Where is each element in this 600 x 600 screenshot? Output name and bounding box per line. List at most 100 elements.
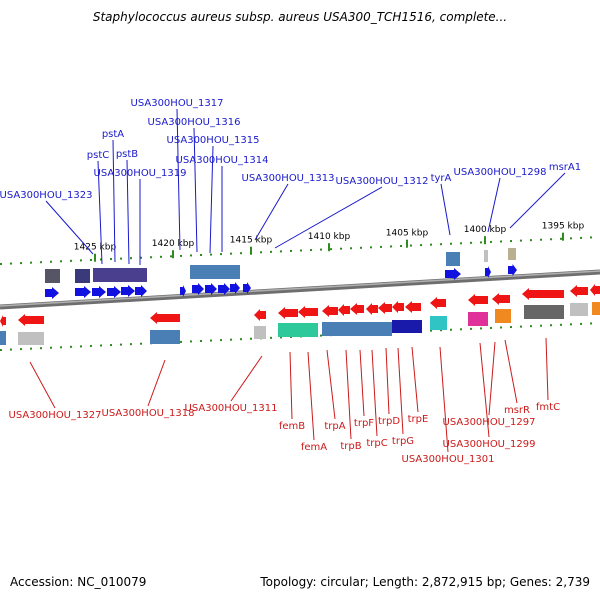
inner-ring-dot <box>40 347 42 350</box>
outer-ring-dot <box>370 246 372 249</box>
reverse-gene-label: femB <box>279 421 305 432</box>
reverse-label-leader <box>147 359 166 407</box>
outer-ring-dot <box>50 260 52 263</box>
inner-ring-dot <box>430 329 432 332</box>
forward-gene-arrow <box>508 264 517 276</box>
outer-ring-dot <box>300 249 302 252</box>
outer-ring-dot <box>310 249 312 252</box>
forward-gene-arrow <box>243 282 251 294</box>
inner-ring-dot <box>440 329 442 332</box>
reverse-gene-label: msrR <box>504 405 530 416</box>
outer-ring-dot <box>160 255 162 258</box>
reverse-gene-arrow <box>0 315 6 327</box>
reverse-label-leader <box>230 355 263 402</box>
outer-ring-dot <box>400 245 402 247</box>
inner-ring-dot <box>90 344 92 347</box>
reverse-gene-arrow <box>378 302 392 314</box>
outer-ring-dot <box>340 247 342 250</box>
reverse-gene-arrow <box>298 306 318 318</box>
outer-ring-dot <box>230 252 232 255</box>
forward-gene-label: USA300HOU_1315 <box>167 135 260 146</box>
cog-box <box>468 312 488 326</box>
scale-tick <box>406 239 408 248</box>
cog-box <box>150 330 180 344</box>
inner-ring-dot <box>0 349 2 351</box>
outer-ring-dot <box>0 263 2 265</box>
outer-ring-dot <box>550 238 552 241</box>
outer-ring-dot <box>320 248 322 251</box>
inner-ring-dot <box>560 323 562 326</box>
forward-label-leader <box>254 183 289 241</box>
cog-box <box>45 269 60 283</box>
inner-ring-dot <box>80 345 82 348</box>
forward-gene-label: USA300HOU_1298 <box>454 167 547 178</box>
backbone-layer <box>0 269 600 310</box>
reverse-label-leader <box>289 351 293 420</box>
outer-ring-dot <box>410 244 412 247</box>
forward-gene-label: USA300HOU_1312 <box>336 176 429 187</box>
inner-ring-dot <box>200 340 202 342</box>
accession-text: Accession: NC_010079 <box>10 575 147 589</box>
forward-gene-arrow <box>45 287 59 299</box>
inner-ring-dot <box>180 340 182 343</box>
outer-ring-dot <box>380 245 382 248</box>
outer-ring-dot <box>120 257 122 260</box>
cog-box <box>392 320 422 333</box>
cog-box <box>254 326 266 339</box>
scale-label: 1415 kbp <box>230 236 273 246</box>
reverse-label-leader <box>439 346 449 453</box>
outer-ring-dot <box>560 237 562 240</box>
outer-ring-dot <box>330 248 332 251</box>
outer-ring-dot <box>520 239 522 242</box>
outer-ring-dot <box>510 240 512 243</box>
forward-gene-arrow <box>230 282 240 294</box>
forward-gene-label: pstB <box>116 149 138 160</box>
inner-ring-dot <box>100 344 102 347</box>
forward-gene-label: USA300HOU_1319 <box>94 168 187 179</box>
scale-label: 1400 kbp <box>464 225 507 235</box>
cog-box <box>18 332 44 345</box>
cog-box <box>278 323 318 337</box>
inner-ring-dot <box>500 326 502 329</box>
forward-label-leader <box>509 172 566 229</box>
reverse-gene-label: trpC <box>366 438 387 449</box>
cog-box <box>570 303 588 316</box>
cog-box <box>123 268 138 282</box>
outer-ring-dot <box>110 258 112 261</box>
outer-ring-dot <box>180 254 182 257</box>
forward-label-leader <box>97 160 103 265</box>
reverse-gene-label: trpE <box>408 414 429 425</box>
inner-ring-dot <box>550 324 552 327</box>
reverse-gene-label: USA300HOU_1311 <box>185 403 278 414</box>
forward-label-leader <box>487 177 501 233</box>
outer-ring-dot <box>480 241 482 244</box>
inner-ring-dot <box>570 323 572 326</box>
outer-ring-dot <box>100 258 102 261</box>
outer-ring-dot <box>200 254 202 256</box>
outer-ring-dot <box>10 262 12 265</box>
scale-tick <box>94 253 96 262</box>
reverse-gene-arrow <box>150 312 180 324</box>
reverse-gene-arrow <box>468 294 488 306</box>
reverse-gene-label: femA <box>301 442 327 453</box>
inner-ring-dot <box>540 324 542 327</box>
label-leaders <box>29 108 566 453</box>
reverse-label-leader <box>326 349 336 420</box>
scale-tick <box>562 232 564 241</box>
reverse-gene-arrow <box>254 309 266 321</box>
reverse-label-leader <box>545 337 549 401</box>
reverse-gene-arrow <box>570 285 588 297</box>
genome-summary-text: Topology: circular; Length: 2,872,915 bp… <box>260 575 590 589</box>
forward-gene-arrow <box>92 286 106 298</box>
outer-ring-dot <box>420 244 422 247</box>
reverse-gene-arrow <box>18 314 44 326</box>
scale-label: 1395 kbp <box>542 222 585 232</box>
cog-box <box>75 269 90 283</box>
inner-ring-dot <box>10 348 12 351</box>
inner-ring-dot <box>210 339 212 342</box>
inner-ring-dot <box>320 334 322 337</box>
outer-ring-dot <box>490 240 492 243</box>
reverse-gene-arrow <box>338 304 350 316</box>
